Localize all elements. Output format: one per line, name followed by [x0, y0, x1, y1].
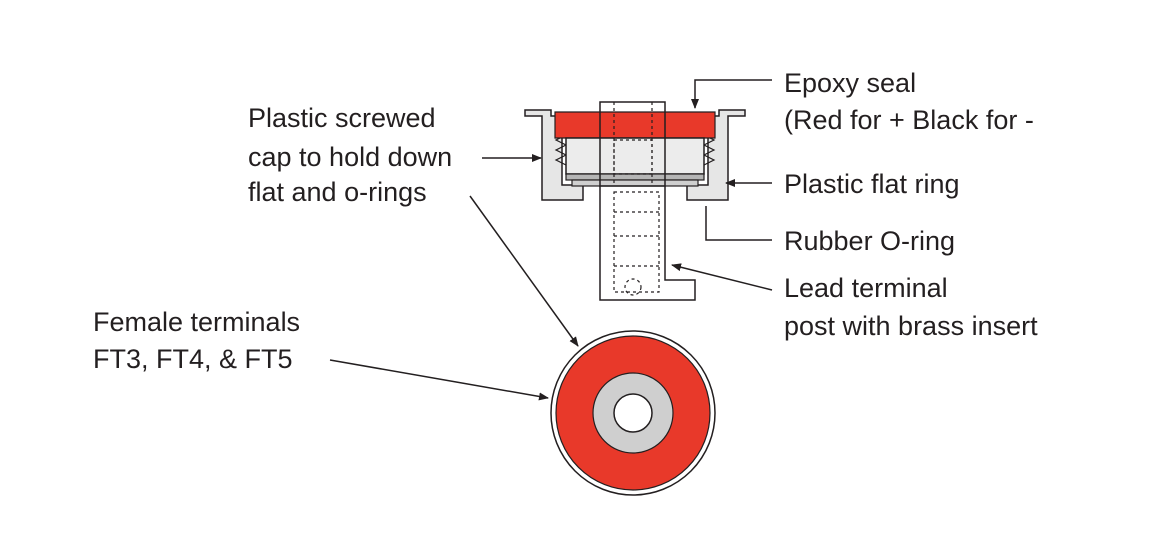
o-ring-label: Rubber O-ring	[784, 226, 955, 256]
cap-to-ring-leader	[469, 195, 579, 347]
cap-label-line3: flat and o-rings	[248, 177, 427, 207]
inner-cap	[565, 137, 705, 175]
rubber-o-ring	[565, 173, 705, 181]
flat-ring-label: Plastic flat ring	[784, 169, 960, 199]
cap-label-line2: cap to hold down	[248, 142, 452, 172]
o-ring-leader	[705, 206, 772, 241]
female-terminal-top-view	[550, 330, 716, 496]
epoxy-seal	[554, 111, 716, 139]
female-terminals-label-line2: FT3, FT4, & FT5	[93, 344, 293, 374]
female-leader	[329, 359, 549, 401]
terminal-cross-section	[524, 101, 746, 301]
lead-terminal-label-line1: Lead terminal	[784, 273, 948, 303]
epoxy-seal-label-line2: (Red for + Black for -	[784, 105, 1034, 135]
leader-lines	[329, 79, 773, 401]
brass-insert	[613, 191, 660, 296]
plastic-flat-ring	[571, 179, 699, 187]
lead-terminal-label-line2: post with brass insert	[784, 311, 1038, 341]
post-upper	[599, 101, 666, 187]
epoxy-seal-label: Epoxy seal	[784, 68, 916, 98]
labels: Epoxy seal (Red for + Black for - Plasti…	[93, 68, 1038, 374]
terminal-hole	[613, 393, 653, 433]
female-terminals-label-line1: Female terminals	[93, 307, 300, 337]
epoxy-leader	[691, 79, 772, 109]
lead-terminal-leader	[671, 263, 773, 291]
cap-label-line1: Plastic screwed	[248, 103, 436, 133]
